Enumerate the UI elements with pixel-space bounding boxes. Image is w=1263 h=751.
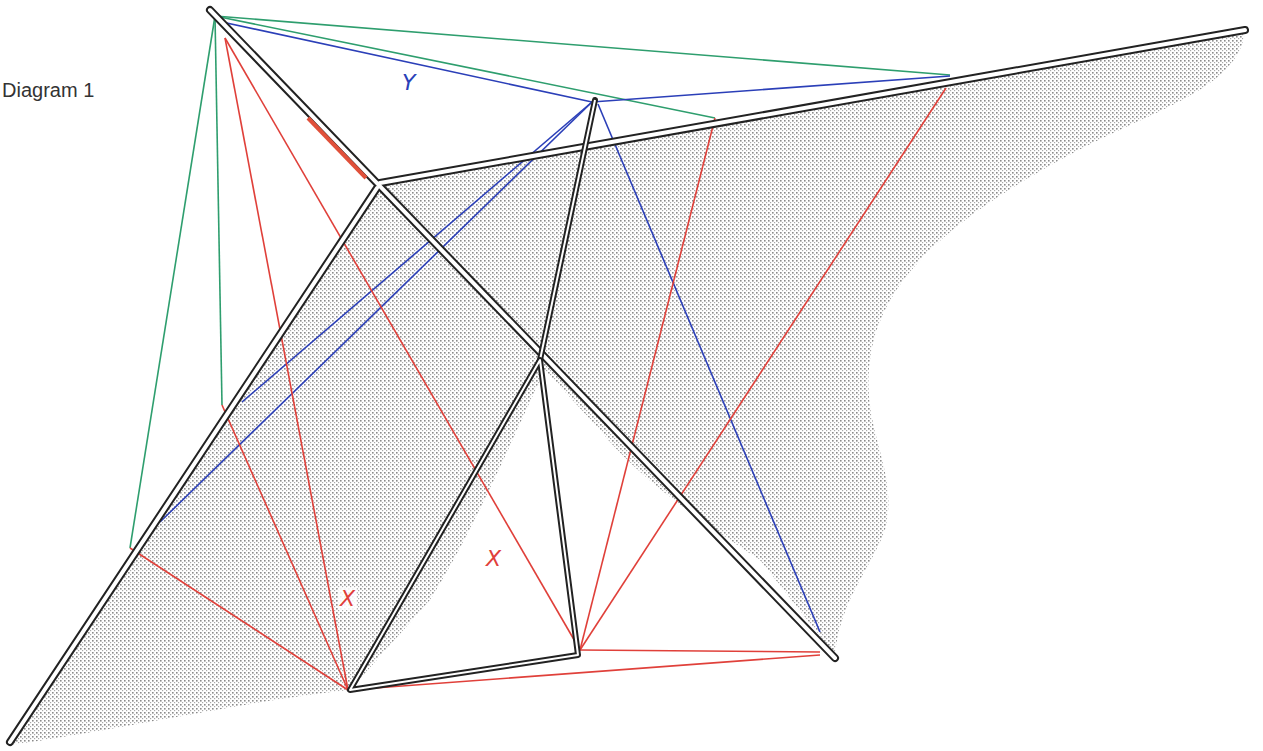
- highlight-segment: [308, 118, 366, 178]
- wire-label: X: [484, 548, 503, 570]
- figure-title: Diagram 1: [2, 80, 94, 100]
- wire-label: X: [338, 588, 357, 610]
- wire-label: Y: [400, 72, 417, 94]
